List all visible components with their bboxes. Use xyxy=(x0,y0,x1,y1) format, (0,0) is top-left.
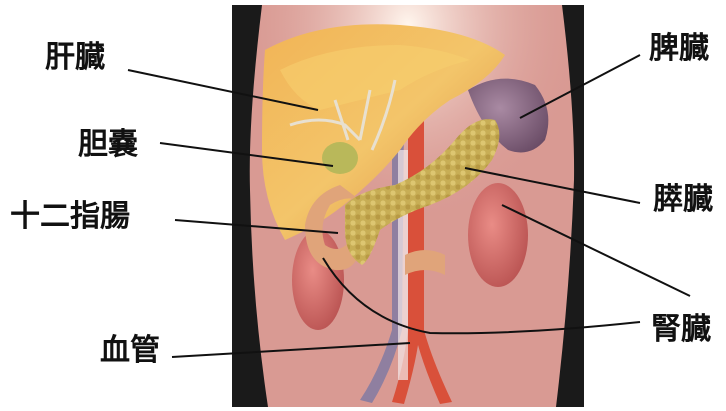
label-gallbladder: 胆嚢 xyxy=(78,128,138,162)
label-duodenum: 十二指腸 xyxy=(10,200,130,234)
vessel-leader-line xyxy=(172,343,410,357)
duodenum-leader-line xyxy=(175,220,338,233)
spleen-leader-line xyxy=(520,55,640,118)
label-pancreas: 膵臓 xyxy=(653,183,713,217)
label-vessel: 血管 xyxy=(100,334,160,368)
pancreas-leader-line xyxy=(465,168,640,203)
label-spleen: 脾臓 xyxy=(649,32,709,66)
kidney-leader-line-lower xyxy=(323,258,640,333)
label-kidney: 腎臓 xyxy=(651,313,711,347)
liver-leader-line xyxy=(128,70,318,110)
kidney-leader-line-upper xyxy=(502,205,690,296)
gallbladder-leader-line xyxy=(160,143,333,166)
label-liver: 肝臓 xyxy=(45,41,105,75)
